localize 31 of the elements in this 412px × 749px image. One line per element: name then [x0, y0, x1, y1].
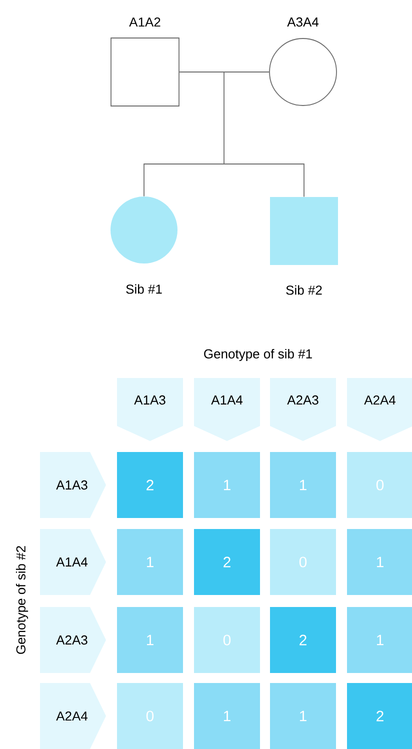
genotype-label: Sib #1 [126, 284, 162, 294]
column-header: A1A4 [194, 378, 260, 441]
matrix-cell: 2 [117, 452, 183, 518]
axis-title: Genotype of sib #1 [204, 348, 312, 362]
column-header: A1A3 [117, 378, 183, 441]
column-header: A2A3 [270, 378, 336, 441]
matrix-cell: 0 [194, 607, 260, 673]
matrix-cell: 0 [347, 452, 412, 518]
matrix-cell: 1 [270, 452, 336, 518]
matrix-cell: 2 [270, 607, 336, 673]
matrix-cell: 1 [194, 683, 260, 749]
genotype-label: A1A2 [129, 17, 160, 27]
row-header: A1A4 [40, 529, 106, 595]
matrix-cell: 1 [347, 607, 412, 673]
matrix-cell: 1 [194, 452, 260, 518]
matrix-cell: 1 [117, 607, 183, 673]
matrix-cell: 1 [117, 529, 183, 595]
row-header: A2A3 [40, 607, 106, 673]
matrix-cell: 2 [347, 683, 412, 749]
row-header: A2A4 [40, 683, 106, 749]
matrix-cell: 1 [347, 529, 412, 595]
matrix-cell: 1 [270, 683, 336, 749]
genotype-label: A3A4 [287, 17, 319, 27]
genotype-label: Sib #2 [286, 285, 322, 295]
column-header: A2A4 [347, 378, 412, 441]
matrix-cell: 0 [270, 529, 336, 595]
row-header: A1A3 [40, 452, 106, 518]
descent-line [144, 72, 304, 198]
matrix-cell: 0 [117, 683, 183, 749]
matrix-cell: 2 [194, 529, 260, 595]
axis-title: Genotype of sib #2 [16, 546, 28, 654]
